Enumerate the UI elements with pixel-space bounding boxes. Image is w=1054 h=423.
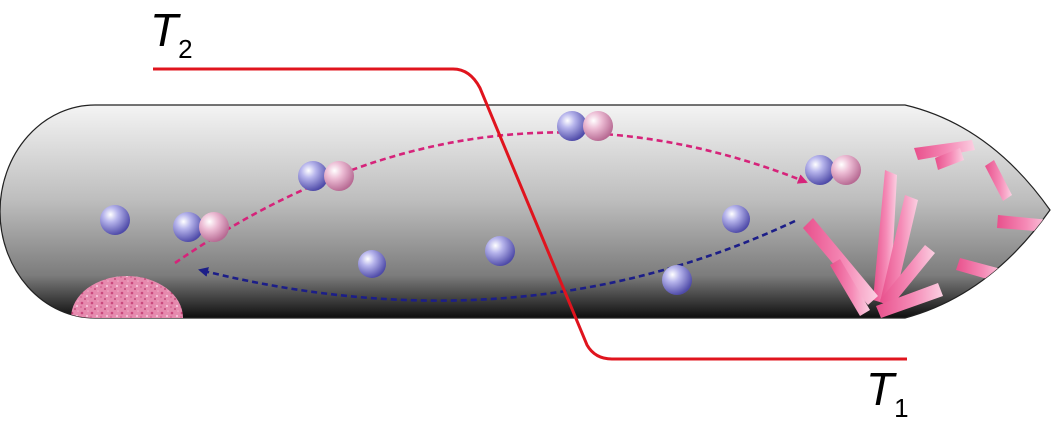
molecules bbox=[173, 111, 861, 242]
t2-label: T2 bbox=[150, 4, 193, 64]
crystal bbox=[876, 283, 943, 318]
atom bbox=[100, 205, 130, 235]
molecule bbox=[805, 155, 861, 185]
return-transport-arrow bbox=[198, 219, 796, 302]
source-material bbox=[71, 276, 183, 318]
atom bbox=[485, 236, 515, 266]
forward-transport-arrow bbox=[174, 131, 808, 265]
molecule bbox=[173, 212, 229, 242]
crystals bbox=[803, 140, 1050, 318]
molecule bbox=[557, 111, 613, 141]
crystal bbox=[985, 160, 1012, 201]
atom bbox=[662, 265, 692, 295]
crystal bbox=[914, 140, 975, 160]
crystal bbox=[830, 259, 870, 316]
temperature-profile-line bbox=[153, 67, 907, 361]
single-atoms bbox=[100, 205, 750, 295]
atom bbox=[722, 205, 750, 233]
molecule bbox=[298, 161, 354, 191]
crystal bbox=[880, 245, 935, 308]
t1-label: T1 bbox=[866, 363, 909, 423]
atom bbox=[358, 250, 386, 278]
crystal bbox=[935, 148, 964, 170]
crystal bbox=[880, 195, 918, 307]
